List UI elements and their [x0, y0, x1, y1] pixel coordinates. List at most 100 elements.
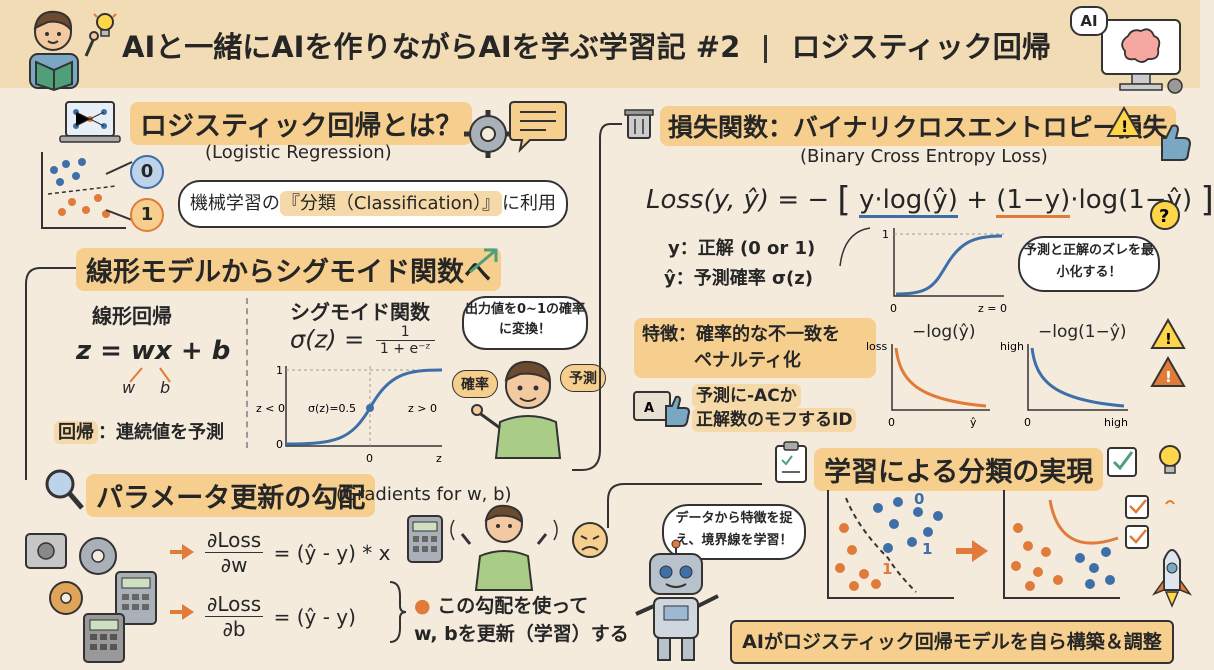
- gradient-w-den: ∂w: [220, 553, 248, 577]
- regression-text: ：連続値を予測: [98, 422, 224, 443]
- regression-note: 回帰：連続値を予測: [54, 418, 224, 444]
- warning-icon: [1106, 105, 1142, 137]
- sigmoid-y-bottom: 0: [276, 438, 283, 451]
- gear-chat-icon: [464, 101, 567, 158]
- regression-key: 回帰: [54, 421, 98, 444]
- sigmoid-x-zero: 0: [366, 452, 373, 465]
- feature-box: 特徴：確率的な不一致を ペナルティ化: [634, 318, 876, 378]
- log2-y-label: high: [1000, 340, 1024, 353]
- feature-line2: ペナルティ化: [694, 350, 801, 371]
- classification-scatter-illustration: [41, 152, 133, 229]
- log1-plot: loss 0 ŷ: [866, 340, 990, 429]
- gradient-arrows: [170, 544, 194, 620]
- page-title: AIと一緒にAIを作りながらAIを学ぶ学習記 #2 ロジスティック回帰: [122, 24, 1051, 66]
- section-logistic-title: ロジスティック回帰とは？: [130, 102, 473, 145]
- gradient-b-den: ∂b: [222, 617, 246, 641]
- question-icon: ?: [1150, 200, 1180, 230]
- sigmoid-fraction: 1 1 + e⁻ᶻ: [375, 324, 435, 357]
- sigmoid-numerator: 1: [375, 324, 435, 341]
- sigmoid-plot: 1 0 0 z z < 0 σ(z)=0.5 z > 0: [256, 364, 443, 465]
- bubble-prefix: 機械学習の: [189, 193, 280, 214]
- brain-monitor-icon: [1101, 19, 1183, 94]
- class-1-badge: 1: [130, 198, 164, 232]
- loss-plus: +: [966, 185, 988, 215]
- log1-x-zero: 0: [888, 416, 895, 429]
- gradient-b-num: ∂Loss: [205, 592, 264, 617]
- sigmoid-x-label: z: [436, 452, 442, 465]
- flow-connector-left: [25, 267, 76, 480]
- ai-badge: AI: [1070, 6, 1108, 36]
- section-gradient-title: パラメータ更新の勾配: [86, 474, 376, 517]
- section-gradient-title-text: パラメータ更新の勾配: [96, 483, 366, 514]
- classification-bubble: 機械学習の『分類（Classification）』に利用: [178, 180, 568, 228]
- gradient-w-rhs: = (ŷ - y) * x: [273, 540, 391, 565]
- sigmoid-left-label: z < 0: [256, 402, 285, 415]
- gradient-w-num: ∂Loss: [205, 528, 264, 553]
- thumbs-up-icon: [1161, 124, 1192, 161]
- sigmoid-y-top: 1: [276, 364, 283, 377]
- section-logistic-title-text: ロジスティック回帰とは？: [140, 111, 463, 142]
- gradient-w-fraction: ∂Loss ∂w: [205, 528, 264, 577]
- checkbox-bulb-icons: [1107, 445, 1181, 477]
- learning-bubble: データから特徴を捉え、境界線を学習！: [662, 504, 806, 560]
- warning-icons-right: ! !: [1150, 317, 1186, 387]
- magnifier-icon: [45, 469, 84, 510]
- sigmoid-lhs: σ(z) =: [290, 325, 365, 354]
- tag-prediction: 予測: [560, 364, 606, 392]
- sigmoid-mid-label: σ(z)=0.5: [308, 402, 356, 415]
- robot-icon: [635, 539, 719, 661]
- loss-term2: (1−y): [996, 185, 1071, 218]
- linear-sigmoid-divider: [246, 298, 248, 448]
- flow-connector-right: [607, 483, 762, 528]
- log1-title: −log(ŷ): [912, 322, 976, 342]
- bubble-highlight: 『分類（Classification）』: [279, 191, 503, 216]
- svg-text:A: A: [644, 401, 654, 416]
- garbled-line1: 予測に-ACか: [692, 384, 801, 408]
- calculator-gear-illustration: [25, 533, 157, 663]
- student-pointing-illustration: [471, 360, 562, 459]
- loss-sigmoid-x-zero: 0: [890, 302, 897, 315]
- student-reading-illustration: [29, 10, 99, 92]
- section-linear-title-text: 線形モデルからシグモイド関数へ: [86, 257, 491, 288]
- gradient-w-formula: ∂Loss ∂w = (ŷ - y) * x: [205, 528, 390, 577]
- label-w: w: [122, 378, 136, 397]
- title-divider: [764, 35, 768, 63]
- header-bar: [0, 0, 1200, 88]
- log2-x-label: high: [1104, 416, 1128, 429]
- bullet-dot: ●: [414, 595, 438, 617]
- loss-bracket-close: ]: [1200, 180, 1214, 220]
- garbled-line2: 正解数のモフするID: [692, 408, 857, 432]
- flow-connector-center: [572, 123, 622, 471]
- loss-bracket-open: [: [837, 180, 851, 220]
- classification-before-plot: 0 1 1: [827, 490, 954, 599]
- label-b: b: [160, 378, 171, 397]
- svg-text:?: ?: [1159, 206, 1169, 227]
- section-loss-english: (Binary Cross Entropy Loss): [800, 146, 1048, 167]
- bubble-suffix: に利用: [502, 193, 557, 214]
- gradient-note-line2: w, bを更新（学習）する: [414, 623, 629, 645]
- gradient-note-line1: ● この勾配を使って: [414, 592, 629, 620]
- section-learning-title: 学習による分類の実現: [814, 448, 1104, 491]
- section-logistic-english: (Logistic Regression): [205, 142, 392, 163]
- loss-formula: Loss(y, ŷ) = − [ y·log(ŷ) + (1−y)·log(1−…: [646, 180, 1214, 220]
- title-main: AIと一緒にAIを作りながらAIを学ぶ学習記 #2: [122, 30, 741, 64]
- def-arrow: [839, 227, 871, 267]
- section-gradient-english: (Gradients for w, b): [336, 484, 512, 505]
- student-thinking-illustration: [407, 504, 608, 591]
- garbled-note: 予測に-ACか 正解数のモフするID: [692, 384, 857, 432]
- linear-formula: z = wx + b: [76, 336, 231, 366]
- learning-arrow: [956, 540, 988, 562]
- learning-label-1a: 1: [922, 540, 932, 558]
- log1-y-label: loss: [866, 340, 888, 353]
- linear-heading: 線形回帰: [92, 304, 172, 328]
- gradient-note-line1-text: この勾配を使って: [437, 595, 589, 617]
- gradient-b-rhs: = (ŷ - y): [273, 604, 356, 629]
- log1-x-label: ŷ: [970, 416, 977, 429]
- learning-label-0: 0: [914, 490, 924, 508]
- svg-text:!: !: [1165, 330, 1172, 348]
- gradient-b-fraction: ∂Loss ∂b: [205, 592, 264, 641]
- feature-line1: 特徴：確率的な不一致を: [642, 324, 840, 345]
- learning-footer-banner: AIがロジスティック回帰モデルを自ら構築＆調整: [730, 620, 1174, 664]
- loss-sigmoid-y-top: 1: [882, 228, 889, 241]
- arrow-up-icon: [469, 248, 498, 274]
